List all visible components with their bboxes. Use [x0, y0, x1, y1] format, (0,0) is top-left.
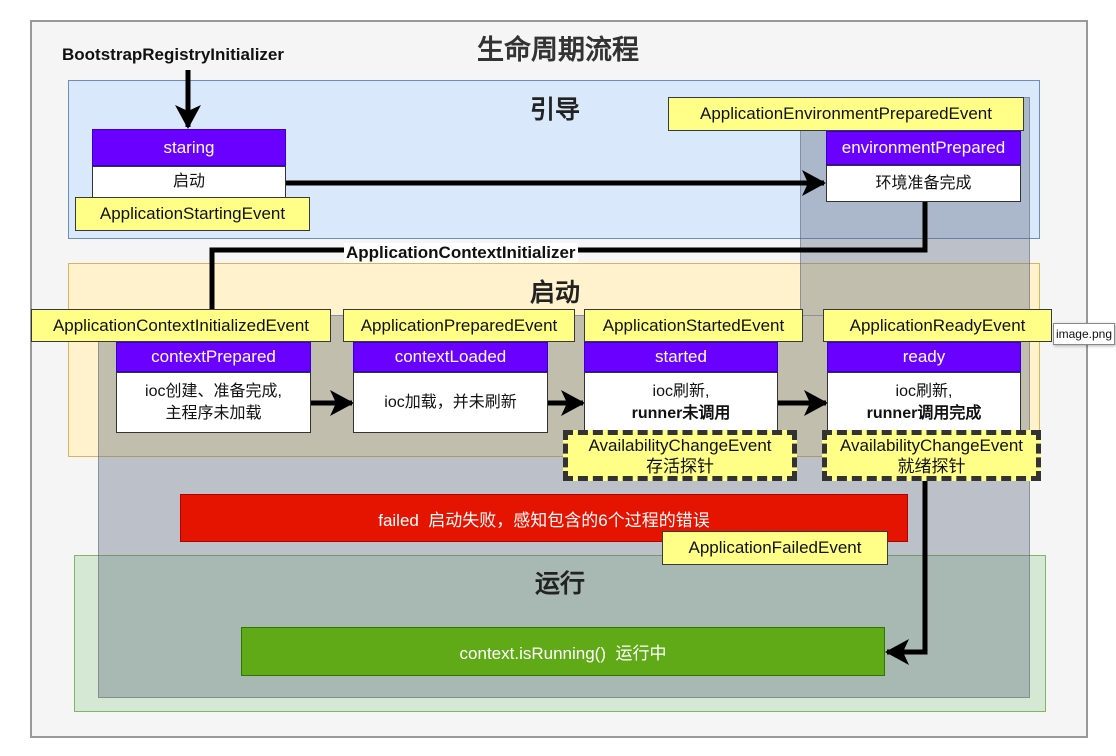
- bootstrap-initializer-label: BootstrapRegistryInitializer: [62, 45, 284, 64]
- section-startup-label: 启动: [529, 278, 580, 307]
- event-application-failed[interactable]: ApplicationFailedEvent: [662, 531, 888, 565]
- node-ready-desc2: runner调用完成: [866, 404, 982, 422]
- context-initializer-label: ApplicationContextInitializer: [344, 243, 578, 263]
- readiness-event-name: AvailabilityChangeEvent: [839, 435, 1024, 455]
- node-context-prepared-desc2: 主程序未加载: [165, 404, 262, 422]
- readiness-desc: 就绪探针: [897, 456, 966, 476]
- node-ready-header[interactable]: ready: [827, 342, 1021, 372]
- node-context-prepared-header[interactable]: contextPrepared: [116, 342, 311, 372]
- node-started-body[interactable]: ioc刷新, runner未调用: [584, 372, 778, 433]
- section-guide-label: 引导: [529, 95, 580, 124]
- node-context-loaded-header[interactable]: contextLoaded: [353, 342, 548, 372]
- node-context-prepared-body[interactable]: ioc创建、准备完成, 主程序未加载: [116, 372, 311, 433]
- node-environment-prepared-desc[interactable]: 环境准备完成: [826, 165, 1021, 202]
- node-context-prepared-desc1: ioc创建、准备完成,: [145, 382, 282, 400]
- node-running[interactable]: context.isRunning() 运行中: [241, 627, 885, 676]
- image-tooltip: image.png: [1053, 323, 1115, 345]
- node-context-loaded-desc[interactable]: ioc加载，并未刷新: [353, 372, 548, 433]
- event-starting[interactable]: ApplicationStartingEvent: [75, 197, 310, 231]
- node-starting-desc[interactable]: 启动: [92, 166, 286, 198]
- liveness-desc: 存活探针: [646, 456, 714, 476]
- node-started-desc2: runner未调用: [631, 404, 731, 422]
- event-application-ready[interactable]: ApplicationReadyEvent: [823, 309, 1052, 342]
- diagram-title: 生命周期流程: [477, 35, 639, 66]
- arrow-ready-running: [885, 481, 928, 665]
- event-application-prepared[interactable]: ApplicationPreparedEvent: [343, 309, 575, 342]
- node-starting-header[interactable]: staring: [92, 129, 286, 166]
- node-ready-body[interactable]: ioc刷新, runner调用完成: [827, 372, 1021, 433]
- event-liveness-probe[interactable]: AvailabilityChangeEvent 存活探针: [563, 430, 797, 481]
- event-environment-prepared[interactable]: ApplicationEnvironmentPreparedEvent: [668, 97, 1024, 131]
- node-environment-prepared-header[interactable]: environmentPrepared: [826, 131, 1021, 165]
- event-application-started[interactable]: ApplicationStartedEvent: [584, 309, 803, 342]
- node-started-header[interactable]: started: [584, 342, 778, 372]
- event-readiness-probe[interactable]: AvailabilityChangeEvent 就绪探针: [822, 430, 1041, 481]
- liveness-event-name: AvailabilityChangeEvent: [588, 435, 772, 455]
- node-ready-desc1: ioc刷新,: [895, 382, 953, 400]
- event-context-initialized[interactable]: ApplicationContextInitializedEvent: [31, 309, 331, 342]
- section-running-label: 运行: [534, 569, 585, 598]
- node-started-desc1: ioc刷新,: [652, 382, 710, 400]
